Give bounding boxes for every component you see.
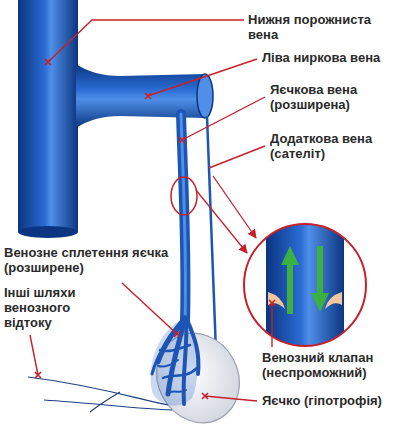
flow-arrow: [317, 246, 323, 296]
part-label: Яєчко (гіпотрофія): [262, 393, 398, 408]
label-box: Венозне сплетення яєчка (розширене): [4, 245, 176, 275]
magnifier-pointer: [213, 176, 256, 238]
plexus-vein: [160, 345, 190, 351]
illustration-group: [152, 318, 198, 404]
renal-vein-end: [197, 74, 213, 118]
plexus-vein: [170, 390, 186, 392]
label-box: Нижня порожниста вена: [248, 12, 398, 42]
valve-magnifier: [171, 176, 366, 350]
label-box: Ліва ниркова вена: [262, 50, 398, 65]
venous-plexus: [151, 318, 199, 406]
satellite-vein: [207, 116, 216, 352]
leader-line: [182, 97, 265, 140]
leader-line: [122, 283, 177, 334]
illustration-group: [266, 220, 344, 350]
leader-lines: [30, 20, 272, 401]
part-label: Венозний клапан (неспроможний): [262, 350, 398, 380]
target-cross: [45, 59, 51, 65]
outflow-vein: [90, 392, 120, 412]
part-label: Венозне сплетення яєчка (розширене): [4, 245, 176, 275]
plexus-vein: [158, 360, 178, 367]
valve-flap: [268, 292, 285, 309]
vena-cava-body: [18, 0, 78, 232]
target-cross: [35, 372, 41, 378]
part-label: Яєчкова вена (розширена): [270, 82, 398, 112]
target-cross: [269, 300, 275, 306]
label-box: Венозний клапан (неспроможний): [262, 350, 398, 380]
other-outflow-veins: [28, 377, 172, 412]
part-label: Додаткова вена (сателіт): [270, 131, 398, 161]
part-label: Нижня порожниста вена: [248, 12, 398, 42]
label-box: Яєчкова вена (розширена): [270, 82, 398, 112]
reflux-arrow: [287, 262, 293, 314]
label-box: Інші шляхи венозного відтоку: [4, 285, 86, 330]
testis: [141, 319, 255, 429]
plexus-envelope: [151, 318, 198, 406]
magnifier-ring: [244, 224, 366, 346]
part-label: Ліва ниркова вена: [262, 50, 398, 65]
plexus-vein: [163, 368, 197, 378]
label-box: Додаткова вена (сателіт): [270, 131, 398, 161]
renal-vein: [76, 64, 213, 128]
testicular-vein-highlight: [181, 114, 186, 322]
target-cross: [202, 393, 208, 399]
leader-line: [209, 146, 265, 168]
testicular-vein: [181, 114, 186, 322]
leader-line: [271, 303, 272, 347]
target-cross: [174, 331, 180, 337]
label-box: Яєчко (гіпотрофія): [262, 393, 398, 408]
vena-cava-end: [18, 226, 78, 238]
part-label: Інші шляхи венозного відтоку: [4, 285, 86, 330]
leader-line: [30, 335, 38, 375]
vena-cava: [18, 0, 78, 238]
callout-ring: [171, 177, 197, 215]
magnifier-pointer: [196, 190, 247, 253]
outflow-vein: [44, 400, 172, 410]
target-markers: [35, 59, 275, 399]
leader-line: [148, 59, 257, 96]
plexus-vein: [187, 320, 198, 374]
leader-line: [48, 20, 244, 62]
flow-arrow-head: [311, 293, 329, 312]
leader-line: [205, 396, 257, 401]
reflux-arrow-head: [281, 246, 299, 265]
target-cross: [179, 137, 185, 143]
magnified-vein: [266, 220, 344, 350]
target-cross: [145, 93, 151, 99]
